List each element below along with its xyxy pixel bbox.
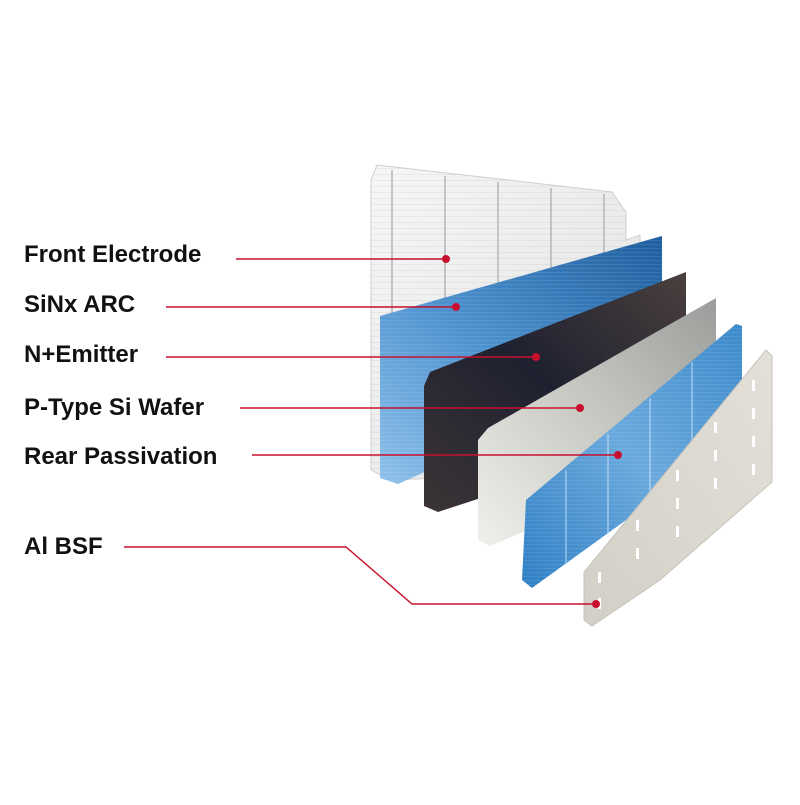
- p-type-wafer-sheet: [478, 298, 716, 546]
- front-electrode-dot: [442, 255, 450, 263]
- leader-lines: [124, 255, 622, 608]
- rear-passivation-dot: [614, 451, 622, 459]
- rear-passivation-texture: [522, 324, 742, 588]
- al-bsf-dot: [592, 600, 600, 608]
- p-type-wafer-label: P-Type Si Wafer: [24, 394, 205, 421]
- al-bsf-layer: [583, 349, 773, 627]
- rear-passivation-label: Rear Passivation: [24, 443, 218, 470]
- al-bsf-label: Al BSF: [24, 533, 103, 560]
- n-emitter-dot: [532, 353, 540, 361]
- sinx-arc-dot: [452, 303, 460, 311]
- rear-contact-pads: [598, 380, 755, 609]
- rear-passivation-layer: [522, 324, 742, 588]
- n-emitter-label: N+Emitter: [24, 341, 139, 368]
- al-bsf-sheet: [583, 349, 773, 627]
- front-electrode-label: Front Electrode: [24, 241, 202, 268]
- sinx-arc-label: SiNx ARC: [24, 291, 136, 318]
- p-type-wafer-layer: [478, 298, 716, 546]
- al-bsf-leader: [124, 546, 596, 605]
- p-type-wafer-dot: [576, 404, 584, 412]
